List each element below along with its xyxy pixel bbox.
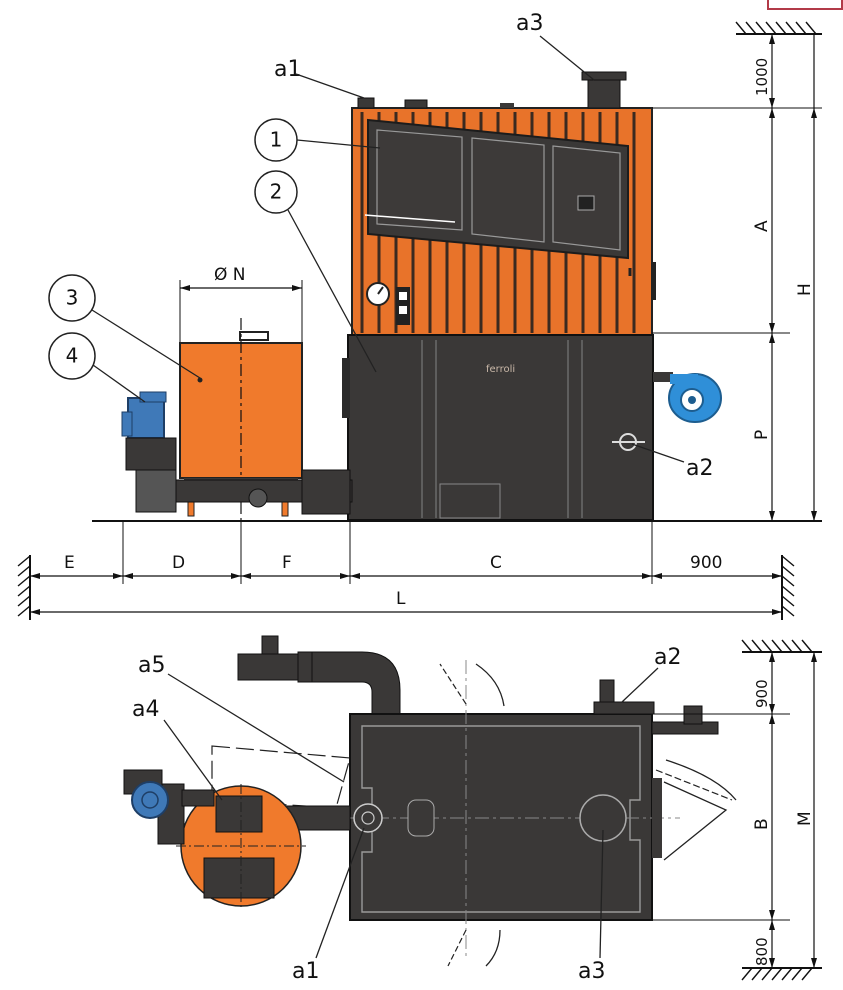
hatch-stroke bbox=[791, 967, 803, 981]
flue-outlet-a3 bbox=[587, 79, 621, 109]
frame-corner-mark bbox=[767, 0, 843, 10]
plan-flue-elbow bbox=[311, 651, 401, 717]
hatch-stroke bbox=[765, 21, 777, 35]
fan-icon bbox=[668, 373, 722, 423]
callout-1: 1 bbox=[254, 118, 381, 162]
dim-plan-bottom-clearance: 800 bbox=[753, 937, 771, 966]
a2-connection bbox=[612, 433, 645, 451]
hatch-stroke bbox=[791, 639, 803, 653]
hatch-stroke bbox=[775, 21, 787, 35]
hatch-stroke bbox=[755, 21, 767, 35]
callout-2: 2 bbox=[254, 170, 377, 373]
hatch-stroke bbox=[751, 639, 763, 653]
dim-m: M bbox=[795, 811, 815, 826]
hatch-stroke bbox=[781, 967, 793, 981]
plan-view: a5 a4 a2 a1 a3 bbox=[123, 635, 822, 984]
hatch-stroke bbox=[17, 605, 31, 617]
side-elevation: ferroli bbox=[17, 11, 822, 620]
left-wall-hatch bbox=[17, 555, 31, 620]
hatch-stroke bbox=[805, 21, 817, 35]
hatch-stroke bbox=[17, 585, 31, 597]
dim-e: E bbox=[64, 553, 75, 573]
dim-p: P bbox=[752, 430, 772, 440]
hatch-stroke bbox=[801, 967, 813, 981]
label-a5-plan: a5 bbox=[138, 653, 165, 678]
hatch-stroke bbox=[771, 639, 783, 653]
top-fitting-a1 bbox=[357, 97, 375, 109]
label-a2-side: a2 bbox=[686, 456, 713, 481]
dim-f: F bbox=[282, 553, 292, 573]
hatch-stroke bbox=[17, 595, 31, 607]
dim-phi-n: Ø N bbox=[214, 265, 246, 285]
callout-4: 4 bbox=[48, 332, 146, 403]
hatch-stroke bbox=[771, 967, 783, 981]
hatch-stroke bbox=[751, 967, 763, 981]
right-wall-hatch bbox=[781, 555, 795, 620]
hatch-stroke bbox=[745, 21, 757, 35]
hatch-stroke bbox=[801, 639, 813, 653]
svg-text:1: 1 bbox=[270, 128, 283, 152]
hatch-stroke bbox=[781, 565, 795, 577]
label-a1-plan: a1 bbox=[292, 959, 319, 984]
plan-fan bbox=[237, 653, 299, 681]
hatch-stroke bbox=[781, 575, 795, 587]
label-a2-plan: a2 bbox=[654, 645, 681, 670]
hatch-stroke bbox=[17, 555, 31, 567]
door-hinge-line bbox=[364, 214, 456, 223]
svg-text:4: 4 bbox=[66, 344, 79, 368]
callout-3: 3 bbox=[48, 274, 201, 379]
door-left bbox=[376, 129, 463, 231]
hatch-stroke bbox=[785, 21, 797, 35]
dim-plan-top-clearance: 900 bbox=[753, 679, 771, 708]
dim-a: A bbox=[752, 220, 772, 232]
hatch-stroke bbox=[735, 21, 747, 35]
label-a1-top: a1 bbox=[274, 57, 301, 82]
dim-rear-clearance: 900 bbox=[690, 553, 722, 573]
hatch-stroke bbox=[761, 967, 773, 981]
hatch-stroke bbox=[781, 605, 795, 617]
label-a3-top: a3 bbox=[516, 11, 543, 36]
hatch-stroke bbox=[741, 967, 753, 981]
motor-icon bbox=[121, 391, 177, 513]
hatch-stroke bbox=[17, 565, 31, 577]
hatch-stroke bbox=[741, 639, 753, 653]
door-handle bbox=[577, 195, 595, 211]
svg-text:2: 2 bbox=[270, 180, 283, 204]
hatch-stroke bbox=[781, 585, 795, 597]
ash-door bbox=[439, 483, 501, 519]
door-middle bbox=[471, 137, 545, 243]
hatch-stroke bbox=[781, 639, 793, 653]
dim-b: B bbox=[752, 818, 772, 830]
hatch-stroke bbox=[781, 555, 795, 567]
plan-bottom-hatch bbox=[741, 967, 822, 981]
dim-d: D bbox=[172, 553, 185, 573]
label-a3-plan: a3 bbox=[578, 959, 605, 984]
label-a4-plan: a4 bbox=[132, 697, 159, 722]
plan-top-hatch bbox=[741, 639, 822, 653]
dim-c: C bbox=[490, 553, 502, 573]
hatch-stroke bbox=[781, 595, 795, 607]
hatch-stroke bbox=[761, 639, 773, 653]
brand-logo: ferroli bbox=[486, 364, 515, 375]
gauge-icon bbox=[366, 282, 410, 325]
ceiling-hatch bbox=[735, 21, 822, 35]
svg-text:3: 3 bbox=[66, 286, 79, 310]
plan-motor bbox=[131, 781, 169, 819]
dim-l: L bbox=[396, 589, 406, 609]
dim-h: H bbox=[795, 283, 815, 296]
hatch-stroke bbox=[17, 575, 31, 587]
dim-top-clearance: 1000 bbox=[753, 58, 771, 96]
hatch-stroke bbox=[795, 21, 807, 35]
